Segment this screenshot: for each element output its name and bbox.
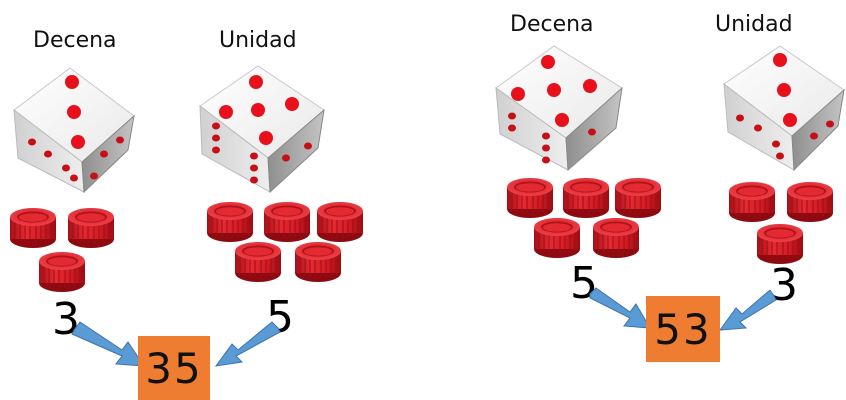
bottle-cap (533, 217, 581, 259)
tens-label: Decena (33, 28, 117, 53)
bottle-cap (316, 201, 364, 243)
tens-label: Decena (510, 12, 594, 37)
arrow-right-down-icon (589, 287, 651, 329)
bottle-cap (9, 207, 57, 249)
bottle-cap (294, 241, 342, 283)
tens-die-image (495, 45, 623, 172)
result-number: 35 (145, 343, 203, 393)
bottle-cap (592, 217, 640, 259)
result-number: 53 (654, 304, 712, 354)
bottle-cap (786, 181, 834, 223)
bottle-cap (38, 251, 86, 293)
bottle-cap (234, 241, 282, 283)
bottle-cap (562, 177, 610, 219)
units-die-image (723, 45, 845, 172)
units-label: Unidad (219, 28, 297, 53)
units-die-image (199, 65, 325, 194)
arrow-left-down-icon (718, 290, 777, 331)
result-box: 53 (646, 296, 720, 362)
units-label: Unidad (715, 12, 793, 37)
arrow-right-down-icon (71, 321, 145, 367)
bottle-cap (67, 207, 115, 249)
bottle-cap (728, 181, 776, 223)
arrow-left-down-icon (214, 321, 281, 367)
bottle-cap (206, 201, 254, 243)
result-box: 35 (138, 336, 210, 400)
tens-die-image (13, 67, 135, 194)
bottle-cap (263, 201, 311, 243)
bottle-cap (506, 177, 554, 219)
bottle-cap (614, 177, 662, 219)
